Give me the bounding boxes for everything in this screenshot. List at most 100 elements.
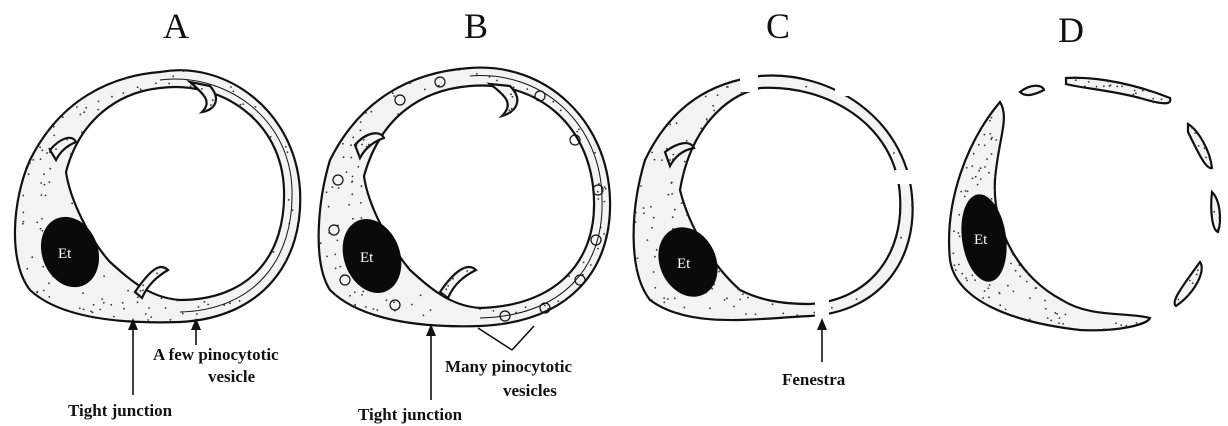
stipple-dot <box>83 309 85 311</box>
stipple-dot <box>953 230 955 232</box>
stipple-dot <box>55 148 57 150</box>
stipple-dot <box>653 217 655 219</box>
stipple-dot <box>782 313 784 315</box>
stipple-dot <box>1204 147 1206 149</box>
stipple-dot <box>386 299 388 301</box>
stipple-dot <box>1178 299 1180 301</box>
stipple-dot <box>55 157 57 159</box>
stipple-dot <box>994 176 996 178</box>
stipple-dot <box>170 319 172 321</box>
stipple-dot <box>45 195 47 197</box>
stipple-dot <box>984 134 986 136</box>
stipple-dot <box>376 309 378 311</box>
stipple-dot <box>984 166 986 168</box>
stipple-dot <box>605 235 607 237</box>
stipple-dot <box>973 153 975 155</box>
stipple-dot <box>161 298 163 300</box>
stipple-dot <box>503 114 505 116</box>
stipple-dot <box>991 117 993 119</box>
stipple-dot <box>568 275 570 277</box>
stipple-dot <box>350 157 352 159</box>
panel-c-nucleus-label: Et <box>677 256 691 272</box>
stipple-dot <box>392 92 394 94</box>
stipple-dot <box>500 323 502 325</box>
stipple-dot <box>362 291 364 293</box>
stipple-dot <box>393 301 395 303</box>
stipple-dot <box>233 90 235 92</box>
stipple-dot <box>1188 294 1190 296</box>
stipple-dot <box>594 152 596 154</box>
stipple-dot <box>1218 217 1220 219</box>
stipple-dot <box>366 146 368 148</box>
stipple-dot <box>207 304 209 306</box>
stipple-dot <box>684 307 686 309</box>
panel-b-tight-junction-label: Tight junction <box>358 405 463 424</box>
stipple-dot <box>368 144 370 146</box>
stipple-dot <box>113 316 115 318</box>
stipple-dot <box>1029 297 1031 299</box>
stipple-dot <box>46 152 48 154</box>
stipple-dot <box>952 253 954 255</box>
stipple-dot <box>654 287 656 289</box>
stipple-dot <box>204 109 206 111</box>
stipple-dot <box>183 70 185 72</box>
stipple-dot <box>511 110 513 112</box>
stipple-dot <box>686 214 688 216</box>
stipple-dot <box>270 136 272 138</box>
stipple-dot <box>41 150 43 152</box>
stipple-dot <box>360 202 362 204</box>
stipple-dot <box>603 233 605 235</box>
stipple-dot <box>1029 318 1031 320</box>
stipple-dot <box>31 256 33 258</box>
stipple-dot <box>1208 166 1210 168</box>
stipple-dot <box>986 158 988 160</box>
stipple-dot <box>79 308 81 310</box>
stipple-dot <box>1110 84 1112 86</box>
stipple-dot <box>328 206 330 208</box>
stipple-dot <box>352 176 354 178</box>
stipple-dot <box>1084 85 1086 87</box>
stipple-dot <box>127 290 129 292</box>
stipple-dot <box>964 196 966 198</box>
stipple-dot <box>1125 325 1127 327</box>
panel-b-nucleus-label: Et <box>360 250 374 266</box>
stipple-dot <box>1012 254 1014 256</box>
stipple-dot <box>496 80 498 82</box>
stipple-dot <box>1062 323 1064 325</box>
stipple-dot <box>142 285 144 287</box>
stipple-dot <box>82 292 84 294</box>
stipple-dot <box>1044 300 1046 302</box>
stipple-dot <box>980 178 982 180</box>
stipple-dot <box>53 126 55 128</box>
stipple-dot <box>1116 86 1118 88</box>
stipple-dot <box>988 296 990 298</box>
stipple-dot <box>348 204 350 206</box>
stipple-dot <box>1019 276 1021 278</box>
stipple-dot <box>452 278 454 280</box>
stipple-dot <box>982 297 984 299</box>
stipple-dot <box>92 312 94 314</box>
panel-b-letter: B <box>464 6 488 46</box>
stipple-dot <box>447 282 449 284</box>
panel-a-endothelial-wall <box>15 70 300 322</box>
stipple-dot <box>97 109 99 111</box>
stipple-dot <box>466 270 468 272</box>
stipple-dot <box>989 120 991 122</box>
stipple-dot <box>1152 98 1154 100</box>
stipple-dot <box>337 240 339 242</box>
stipple-dot <box>669 124 671 126</box>
stipple-dot <box>718 271 720 273</box>
stipple-dot <box>1180 290 1182 292</box>
stipple-dot <box>156 273 158 275</box>
panel-a-vesicle-label-line2: vesicle <box>208 367 256 386</box>
stipple-dot <box>287 151 289 153</box>
stipple-dot <box>544 305 546 307</box>
stipple-dot <box>28 173 30 175</box>
stipple-dot <box>342 143 344 145</box>
stipple-dot <box>805 86 807 88</box>
stipple-dot <box>493 310 495 312</box>
stipple-dot <box>700 127 702 129</box>
stipple-dot <box>654 159 656 161</box>
stipple-dot <box>605 188 607 190</box>
stipple-dot <box>411 304 413 306</box>
